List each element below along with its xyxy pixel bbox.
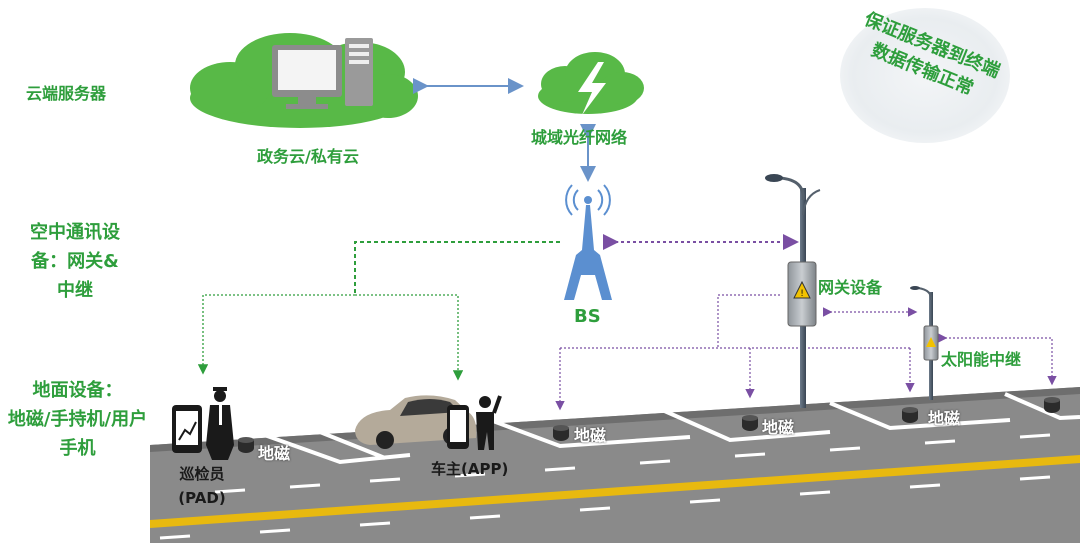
gateway-label: 网关设备 [818,278,883,297]
solar-relay-label: 太阳能中继 [941,350,1022,369]
metro-fiber-label: 城域光纤网络 [531,128,628,147]
gateway-device-icon: ! [787,261,817,327]
inspector-label-line-2: (PAD) [178,489,226,507]
gateway-sensor-links [555,294,1057,411]
owner-icon [447,395,502,450]
server-icon [272,38,373,109]
layer-ground-line-2: 地磁/手持机/用户 [7,409,148,430]
solar-relay-pole [910,286,939,400]
layer-ground-line-3: 手机 [59,438,96,459]
layer-air-line-1: 空中通讯设 [30,222,120,243]
bs-tower-icon [564,184,612,300]
sensor-icons [238,397,1060,453]
layer-ground-line-1: 地面设备： [32,380,123,401]
owner-label: 车主(APP) [431,460,509,478]
note-stamp [840,8,1010,143]
layer-air-label: 空中通讯设 备：网关& 中继 [20,218,130,305]
gov-cloud-label: 政务云/私有云 [257,147,359,166]
car-icon [355,395,477,449]
inspector-icon [172,387,234,460]
bs-label: BS [574,306,601,327]
layer-ground-label: 地面设备： 地磁/手持机/用户 手机 [0,376,155,463]
bs-terminal-links [354,241,560,295]
svg-text:!: ! [800,289,804,299]
sensor-label: 地磁 [762,418,795,437]
sensor-label: 地磁 [574,426,607,445]
inspector-label-line-1: 巡检员 [179,465,225,483]
layer-cloud-label: 云端服务器 [26,84,107,103]
layer-air-line-3: 中继 [57,280,93,301]
inspector-label: 巡检员 (PAD) [172,462,232,510]
layer-air-line-2: 备：网关& [31,251,119,272]
sensor-label: 地磁 [928,409,961,428]
metro-fiber-icon [538,52,644,115]
sensor-label: 地磁 [258,444,291,463]
